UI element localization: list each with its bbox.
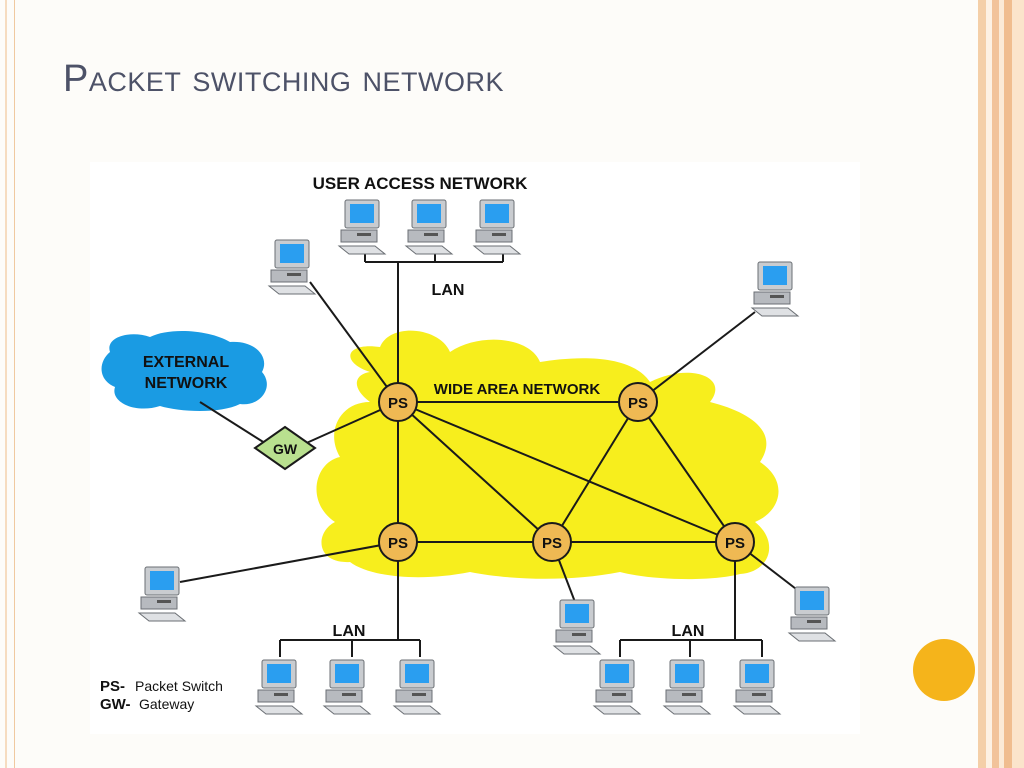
computer-icon bbox=[338, 199, 386, 255]
switch-label: PS bbox=[725, 535, 745, 552]
computer-icon bbox=[553, 599, 601, 655]
decorative-dot bbox=[913, 639, 975, 701]
lan-label-bottom-left: LAN bbox=[333, 623, 366, 640]
legend-gw-abbr: GW- bbox=[100, 696, 131, 713]
external-network-label-1: EXTERNAL bbox=[143, 354, 229, 371]
packet-switch-4: PS bbox=[532, 522, 572, 562]
packet-switch-5: PS bbox=[715, 522, 755, 562]
legend-ps-abbr: PS- bbox=[100, 678, 125, 695]
computer-icon bbox=[393, 659, 441, 715]
slide-right-border bbox=[978, 0, 1024, 768]
computer-icon bbox=[405, 199, 453, 255]
switch-label: PS bbox=[628, 395, 648, 412]
computer-icon bbox=[255, 659, 303, 715]
user-access-label: USER ACCESS NETWORK bbox=[313, 174, 528, 193]
packet-switch-3: PS bbox=[378, 522, 418, 562]
computer-icon bbox=[138, 566, 186, 622]
computer-icon bbox=[473, 199, 521, 255]
legend: PS- Packet Switch GW- Gateway bbox=[100, 678, 223, 713]
computer-icon bbox=[593, 659, 641, 715]
computer-icon bbox=[733, 659, 781, 715]
lan-label-top: LAN bbox=[432, 282, 465, 299]
wan-label: WIDE AREA NETWORK bbox=[434, 381, 601, 398]
external-network-cloud bbox=[101, 330, 267, 411]
wan-cloud bbox=[316, 330, 779, 580]
switch-label: PS bbox=[542, 535, 562, 552]
legend-gw-text: Gateway bbox=[139, 696, 194, 712]
packet-switch-2: PS bbox=[618, 382, 658, 422]
legend-ps-text: Packet Switch bbox=[135, 678, 223, 694]
packet-switch-1: PS bbox=[378, 382, 418, 422]
slide-left-border bbox=[0, 0, 15, 768]
computer-icon bbox=[751, 261, 799, 317]
switch-label: PS bbox=[388, 395, 408, 412]
computer-icon bbox=[788, 586, 836, 642]
gateway-node: GW bbox=[253, 425, 317, 471]
computer-icon bbox=[323, 659, 371, 715]
computer-icon bbox=[268, 239, 316, 295]
computer-icon bbox=[663, 659, 711, 715]
switch-label: PS bbox=[388, 535, 408, 552]
lan-label-bottom-right: LAN bbox=[672, 623, 705, 640]
external-network-label-2: NETWORK bbox=[145, 375, 228, 392]
gateway-label: GW bbox=[273, 441, 298, 457]
slide-title: Packet switching network bbox=[63, 58, 504, 100]
network-diagram: PS PS PS PS PS GW USER ACCESS NETWORK LA… bbox=[90, 162, 860, 734]
